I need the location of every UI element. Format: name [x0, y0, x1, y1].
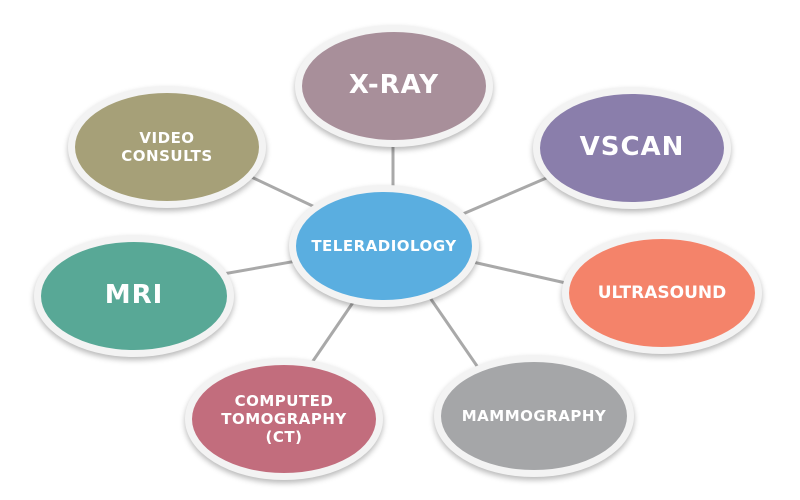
node-video-consults: VIDEO CONSULTS	[68, 86, 266, 208]
node-mammography: MAMMOGRAPHY	[434, 355, 634, 477]
node-teleradiology-center: TELERADIOLOGY	[289, 185, 479, 307]
node-ct: COMPUTED TOMOGRAPHY (CT)	[185, 358, 383, 480]
node-mri: MRI	[34, 235, 234, 357]
node-xray: X-RAY	[295, 25, 493, 147]
node-ultrasound: ULTRASOUND	[562, 232, 762, 354]
node-vscan: VSCAN	[533, 87, 731, 209]
